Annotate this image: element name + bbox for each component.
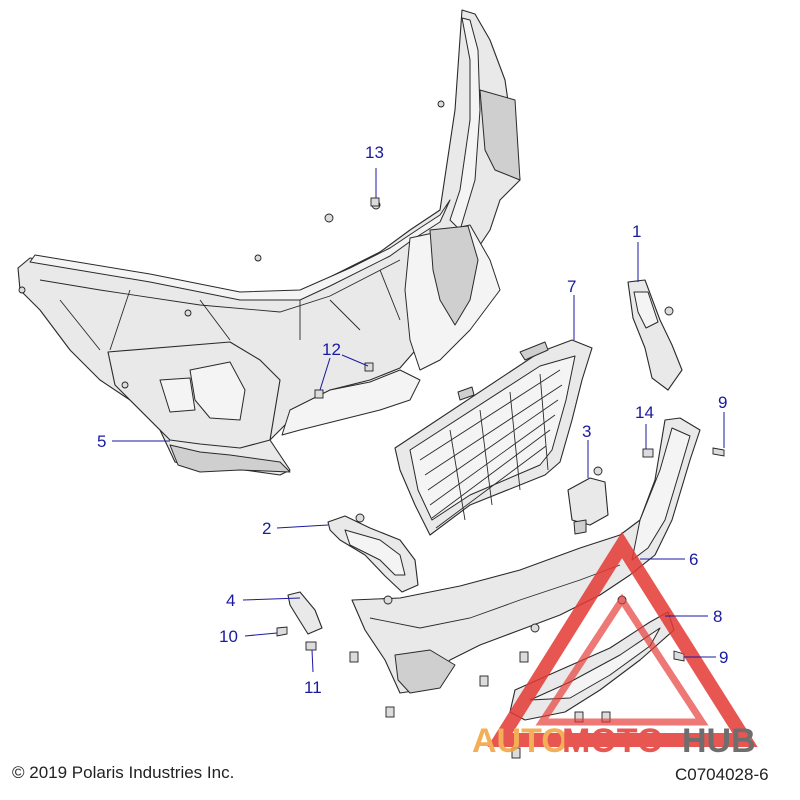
callout-9-lower: 9: [719, 648, 728, 667]
callout-3: 3: [582, 422, 591, 441]
callout-9-upper: 9: [718, 393, 727, 412]
grille-part-7: [394, 339, 593, 536]
bracket-part-3: [567, 466, 609, 535]
callout-13: 13: [365, 143, 384, 162]
watermark-text-auto: AUTO: [472, 722, 568, 760]
watermark-logo: AUTO MOTO HUB: [472, 531, 758, 760]
callout-7: 7: [567, 277, 576, 296]
callout-4: 4: [226, 591, 235, 610]
watermark-text-hub: HUB: [682, 722, 756, 760]
callout-6: 6: [689, 550, 698, 569]
callout-labels: 1 2 3 4 5 6 7 8 9 9 10 11 12 13 14: [97, 143, 728, 697]
front-frame-part-5: [17, 9, 521, 476]
copyright-text: © 2019 Polaris Industries Inc.: [12, 763, 235, 782]
callout-14: 14: [635, 403, 654, 422]
bracket-part-2: [327, 513, 419, 593]
callout-12: 12: [322, 340, 341, 359]
bracket-part-1: [627, 279, 683, 391]
leader-lines: [112, 168, 725, 673]
callout-8: 8: [713, 607, 722, 626]
bracket-part-4: [287, 591, 323, 635]
callout-10: 10: [219, 627, 238, 646]
bumper-part-6: [351, 417, 701, 694]
callout-11: 11: [304, 678, 322, 697]
callout-2: 2: [262, 519, 271, 538]
callout-1: 1: [632, 222, 641, 241]
drawing-number: C0704028-6: [675, 765, 769, 784]
watermark-text-moto: MOTO: [562, 722, 663, 760]
skid-plate-part-8: [509, 611, 675, 721]
hardware: [276, 197, 725, 759]
callout-5: 5: [97, 432, 106, 451]
